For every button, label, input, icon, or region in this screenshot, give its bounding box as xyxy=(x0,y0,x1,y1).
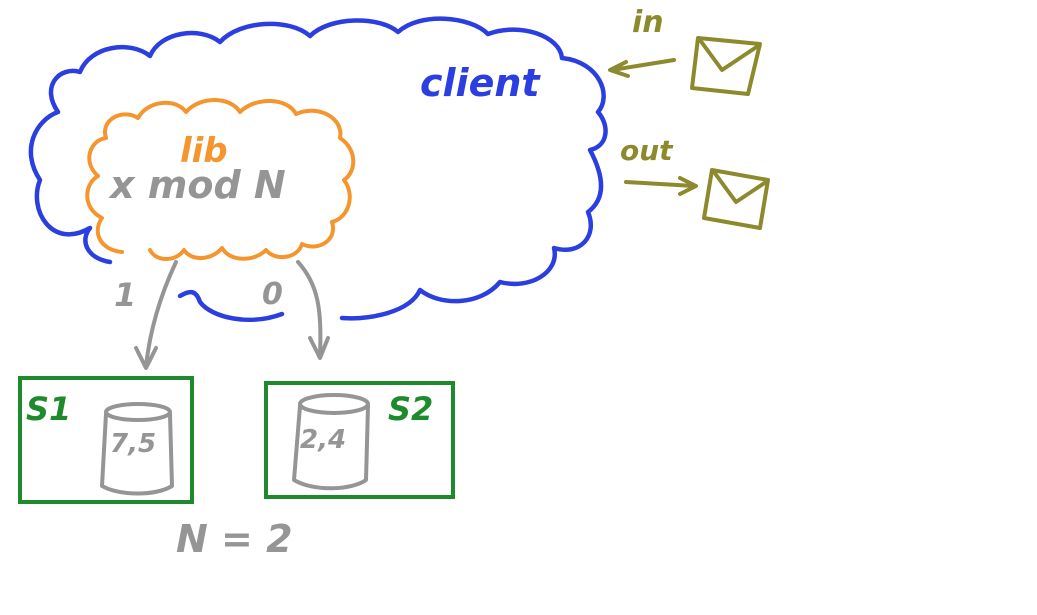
server-values-s2: 2,4 xyxy=(300,425,346,455)
edge-label-0: 0 xyxy=(262,277,283,312)
arrow-icon xyxy=(134,346,158,370)
server-box-s2 xyxy=(264,381,455,499)
database-cylinder-icon xyxy=(292,393,370,491)
lib-cloud xyxy=(85,98,356,261)
arrow-icon xyxy=(308,336,330,360)
server-box-s1 xyxy=(18,376,194,504)
client-cloud xyxy=(28,16,608,322)
envelope-icon xyxy=(702,168,770,230)
arrow-icon xyxy=(296,260,323,356)
out-label: out xyxy=(620,134,674,167)
database-cylinder-icon xyxy=(100,402,174,496)
envelope-icon xyxy=(690,36,762,96)
lib-label: lib xyxy=(180,131,228,171)
client-label: client xyxy=(420,61,541,105)
server-values-s1: 7,5 xyxy=(110,429,156,459)
arrow-icon xyxy=(144,260,178,368)
edge-label-1: 1 xyxy=(114,276,136,314)
in-label: in xyxy=(632,5,664,40)
formula: N = 2 xyxy=(176,517,293,561)
lib-expression: x mod N xyxy=(108,163,286,207)
arrow-icon xyxy=(610,58,676,72)
arrow-icon xyxy=(608,60,630,78)
server-name-s1: S1 xyxy=(26,390,71,428)
arrow-icon xyxy=(678,176,698,196)
arrow-icon xyxy=(624,180,696,188)
server-name-s2: S2 xyxy=(388,390,433,428)
